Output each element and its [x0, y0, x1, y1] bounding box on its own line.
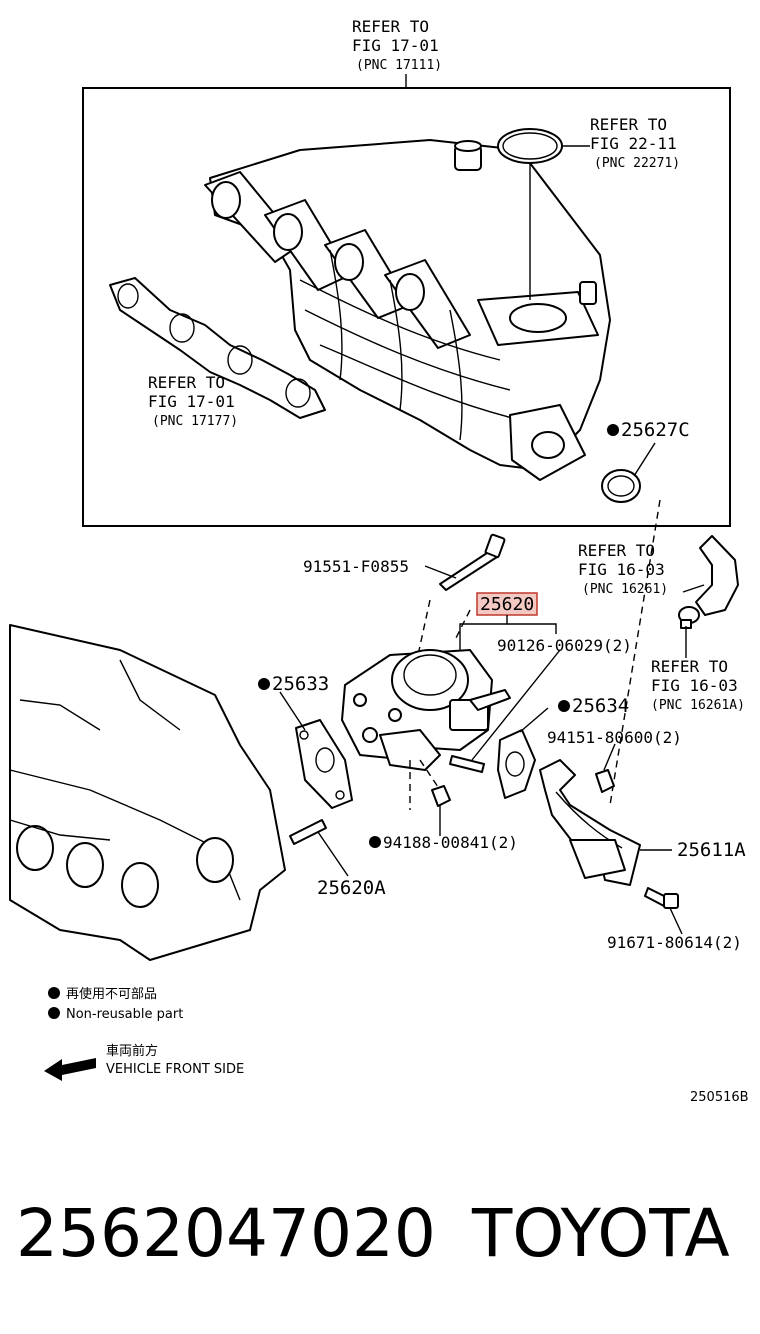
callout-fig-16-03-a: REFER TO FIG 16-03 (PNC 16261): [578, 541, 668, 597]
svg-text:(PNC 17177): (PNC 17177): [152, 414, 238, 429]
svg-text:REFER TO: REFER TO: [352, 17, 429, 36]
label-94151: 94151-80600(2): [547, 728, 682, 747]
svg-text:25620: 25620: [480, 594, 534, 615]
hose-clamp: [678, 606, 700, 658]
svg-text:FIG 17-01: FIG 17-01: [148, 392, 235, 411]
water-hose: [682, 535, 739, 616]
gasket-25633: [279, 691, 353, 809]
stud-90126: [449, 649, 561, 773]
egr-valve-25620[interactable]: [341, 649, 511, 771]
svg-text:25611A: 25611A: [677, 839, 746, 861]
callout-fig-17-01-left: REFER TO FIG 17-01 (PNC 17177): [148, 373, 238, 429]
egr-pipe-25611a: [539, 759, 672, 886]
label-94188: 94188-00841(2): [369, 833, 518, 852]
svg-text:(PNC 22271): (PNC 22271): [594, 156, 680, 171]
svg-text:(PNC 17111): (PNC 17111): [356, 58, 442, 73]
gasket-25634: [497, 707, 549, 799]
svg-text:Non-reusable part: Non-reusable part: [66, 1007, 183, 1022]
arrow-left-icon: [44, 1058, 96, 1081]
svg-text:FIG 16-03: FIG 16-03: [651, 676, 738, 695]
intake-manifold: [204, 139, 611, 481]
svg-text:REFER TO: REFER TO: [590, 115, 667, 134]
label-25620a: 25620A: [317, 877, 386, 899]
cylinder-head: [9, 624, 286, 961]
bolt-91671: [644, 887, 683, 935]
svg-text:車両前方: 車両前方: [106, 1043, 158, 1059]
svg-text:FIG 17-01: FIG 17-01: [352, 36, 439, 55]
non-reusable-dot-icon: [48, 987, 60, 999]
brand-name: TOYOTA: [471, 1195, 730, 1272]
callout-fig-17-01-top: REFER TO FIG 17-01 (PNC 17111): [352, 17, 442, 73]
label-91551: 91551-F0855: [303, 557, 409, 576]
callout-fig-22-11: REFER TO FIG 22-11 (PNC 22271): [590, 115, 680, 171]
label-90126: 90126-06029(2): [497, 636, 632, 655]
svg-text:91671-80614(2): 91671-80614(2): [607, 933, 742, 952]
svg-text:REFER TO: REFER TO: [578, 541, 655, 560]
label-25627c: 25627C: [607, 419, 690, 441]
part-number: 2562047020: [16, 1195, 436, 1272]
svg-text:90126-06029(2): 90126-06029(2): [497, 636, 632, 655]
svg-text:VEHICLE FRONT SIDE: VEHICLE FRONT SIDE: [106, 1062, 244, 1077]
callout-fig-16-03-b: REFER TO FIG 16-03 (PNC 16261A): [651, 657, 745, 713]
stud-25620a: [289, 819, 349, 877]
svg-text:REFER TO: REFER TO: [148, 373, 225, 392]
svg-text:25627C: 25627C: [621, 419, 690, 441]
label-25620-highlight: 25620: [476, 592, 538, 616]
svg-text:FIG 22-11: FIG 22-11: [590, 134, 677, 153]
svg-text:94151-80600(2): 94151-80600(2): [547, 728, 682, 747]
egr-gasket-25627c: [601, 469, 641, 503]
svg-text:25620A: 25620A: [317, 877, 386, 899]
footer: 2562047020 TOYOTA: [16, 1195, 730, 1272]
svg-text:(PNC 16261A): (PNC 16261A): [651, 698, 745, 713]
throttle-gasket: [497, 128, 563, 164]
nut-94151: [595, 743, 616, 793]
bolt-91551: [424, 533, 506, 591]
svg-text:FIG 16-03: FIG 16-03: [578, 560, 665, 579]
manifold-gasket: [109, 277, 326, 419]
svg-text:再使用不可部品: 再使用不可部品: [66, 986, 157, 1002]
label-91671: 91671-80614(2): [607, 933, 742, 952]
legend: 再使用不可部品 Non-reusable part 車両前方 VEHICLE F…: [44, 986, 244, 1081]
nut-94188: [431, 785, 451, 836]
svg-text:(PNC 16261): (PNC 16261): [582, 582, 668, 597]
label-25633: 25633: [258, 673, 329, 695]
svg-text:91551-F0855: 91551-F0855: [303, 557, 409, 576]
label-25611a: 25611A: [677, 839, 746, 861]
svg-text:25634: 25634: [572, 695, 629, 717]
diagram-code: 250516B: [690, 1090, 749, 1105]
label-25634: 25634: [558, 695, 629, 717]
svg-text:REFER TO: REFER TO: [651, 657, 728, 676]
svg-text:94188-00841(2): 94188-00841(2): [383, 833, 518, 852]
svg-text:25633: 25633: [272, 673, 329, 695]
